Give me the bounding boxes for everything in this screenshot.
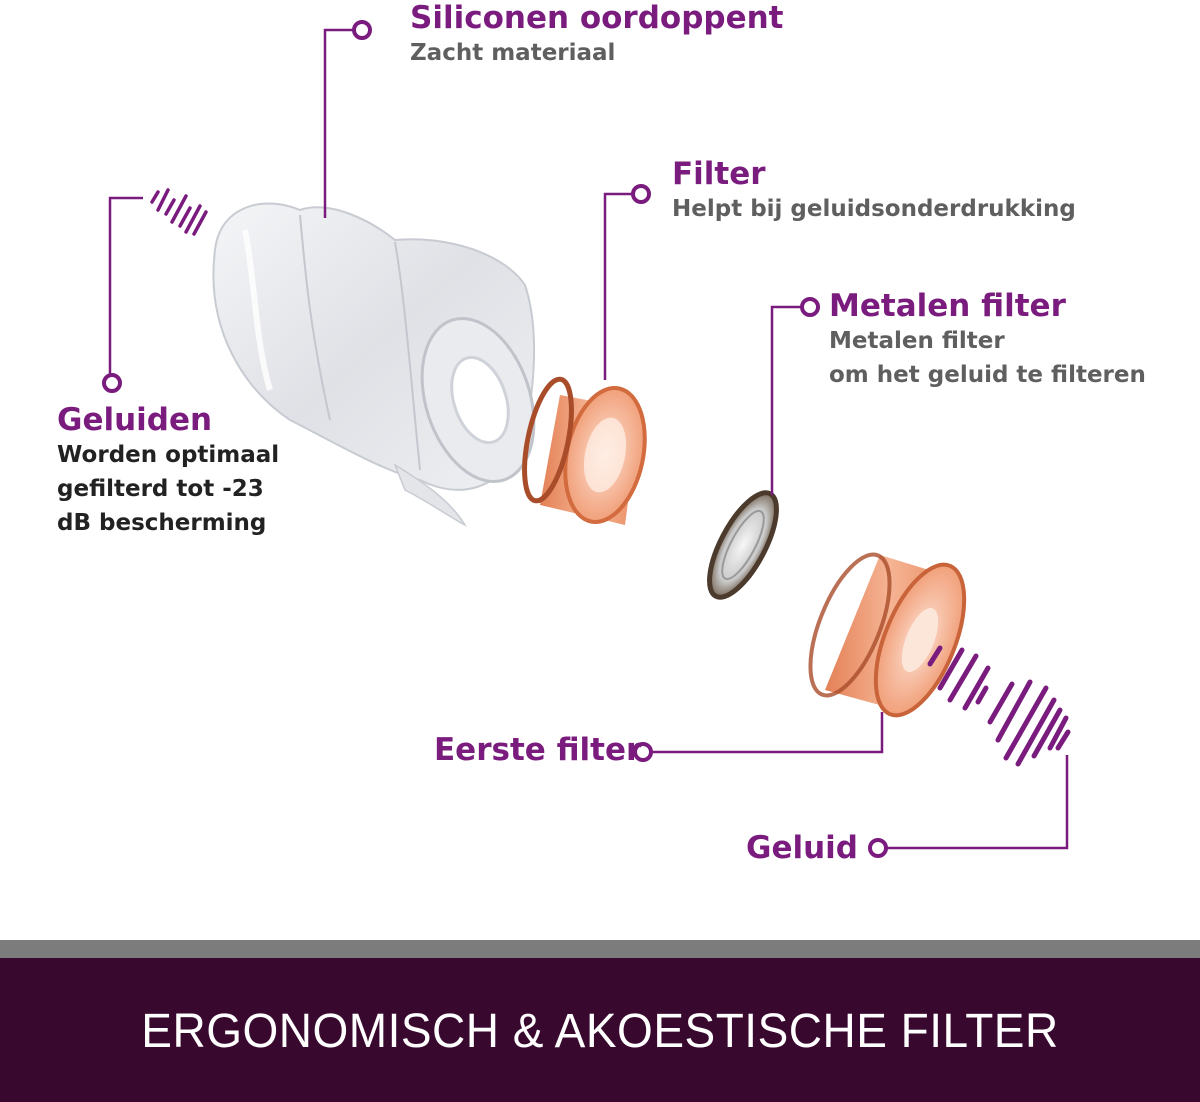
desc-line: Helpt bij geluidsonderdrukking [672,196,1076,222]
label-geluid: Geluid [746,830,858,866]
banner: ERGONOMISCH & AKOESTISCHE FILTER [0,958,1200,1102]
desc-line: Metalen filter [829,328,1005,354]
label-eerste: Eerste filter [434,732,641,768]
label-siliconen-desc: Zacht materiaal [410,36,784,70]
desc-line: dB bescherming [57,510,267,536]
diagram-stage: Siliconen oordoppent Zacht materiaal Fil… [57,0,1146,866]
sound-waves-large [927,645,1071,767]
dot-siliconen [352,20,372,40]
desc-line: om het geluid te filteren [829,362,1146,388]
label-siliconen-title: Siliconen oordoppent [410,0,784,36]
label-geluiden: Geluiden Worden optimaal gefilterd tot -… [57,402,279,540]
leader-eerste [650,712,884,754]
label-metalen-title: Metalen filter [829,288,1066,324]
label-geluiden-title: Geluiden [57,402,213,438]
dot-filter [631,184,651,204]
leader-geluid [886,755,1069,850]
dot-eerste [633,742,653,762]
label-geluid-title: Geluid [746,830,858,866]
leader-metalen [770,305,808,495]
orange-filter-illustration [522,376,647,525]
label-geluiden-desc: Worden optimaal gefilterd tot -23 dB bes… [57,438,279,540]
label-eerste-title: Eerste filter [434,732,642,768]
label-filter: Filter Helpt bij geluidsonderdrukking [672,156,1076,226]
dot-metalen [800,297,820,317]
desc-line: Zacht materiaal [410,40,616,66]
label-siliconen: Siliconen oordoppent Zacht materiaal [410,0,784,70]
banner-title: ERGONOMISCH & AKOESTISCHE FILTER [141,1002,1059,1058]
label-metalen: Metalen filter Metalen filter om het gel… [829,288,1146,392]
label-metalen-desc: Metalen filter om het geluid te filteren [829,324,1146,392]
leader-siliconen [323,28,360,218]
dot-geluiden [102,373,122,393]
diagram-illustration [102,20,1071,858]
banner-stripe [0,940,1200,958]
silicone-earplug-illustration [212,202,536,527]
dot-geluid [868,838,888,858]
desc-line: gefilterd tot -23 [57,476,264,502]
leader-geluiden [108,196,143,383]
label-filter-desc: Helpt bij geluidsonderdrukking [672,192,1076,226]
metal-filter-illustration [707,490,779,600]
label-filter-title: Filter [672,156,766,192]
sound-waves-small [150,188,208,236]
first-filter-illustration [808,552,967,718]
leader-filter [603,192,640,380]
desc-line: Worden optimaal [57,442,280,468]
